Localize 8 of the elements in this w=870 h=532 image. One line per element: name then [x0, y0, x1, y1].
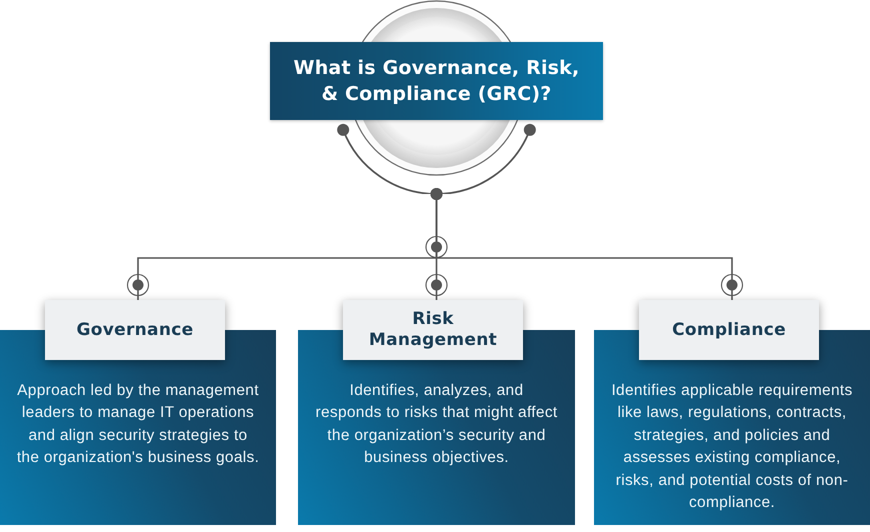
connector [430, 188, 744, 300]
description-text: Identifies applicable requirements like laws, regulations, contracts, strategies, and policies and assesses existing compliance, risks, and potential costs of non-compliance. [610, 381, 854, 514]
title-banner: What is Governance, Risk, & Compliance (GRC)? [270, 42, 603, 120]
description-text: Identifies, analyzes, and responds to risks that might affect the organization’s security and business objectives. [315, 381, 558, 468]
card-heading: Risk Management [343, 300, 523, 360]
card-heading: Compliance [639, 300, 819, 360]
description-text: Approach led by the management leaders to manage IT operations and align security strategies to the organization's business goals. [16, 381, 260, 468]
card-heading: Governance [45, 300, 225, 360]
